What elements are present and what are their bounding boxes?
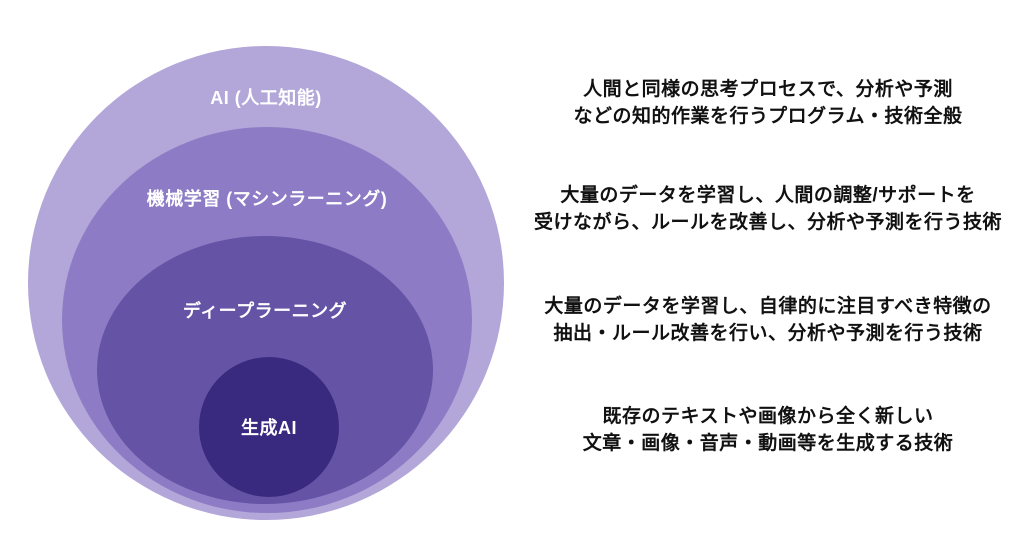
description-generative-ai: 既存のテキストや画像から全く新しい 文章・画像・音声・動画等を生成する技術 [512,403,1024,457]
description-ai-line1: 人間と同様の思考プロセスで、分析や予測 [583,79,953,100]
description-generative-ai-line2: 文章・画像・音声・動画等を生成する技術 [582,433,954,454]
venn-label-deep-learning: ディープラーニング [182,301,348,321]
description-deep-learning-line1: 大量のデータを学習し、自律的に注目すべき特徴の [544,296,992,317]
venn-circle-generative-ai [199,357,339,497]
description-ai-line2: などの知的作業を行うプログラム・技術全般 [573,106,963,127]
description-generative-ai-line1: 既存のテキストや画像から全く新しい [602,406,934,427]
description-machine-learning-line2: 受けながら、ルールを改善し、分析や予測を行う技術 [533,212,1002,233]
description-machine-learning-line1: 大量のデータを学習し、人間の調整/サポートを [560,185,976,206]
venn-label-generative-ai: 生成AI [241,418,297,438]
description-ai: 人間と同様の思考プロセスで、分析や予測 などの知的作業を行うプログラム・技術全般 [512,76,1024,130]
description-deep-learning-line2: 抽出・ルール改善を行い、分析や予測を行う技術 [553,323,983,344]
venn-label-ai: AI (人工知能) [210,88,322,108]
description-deep-learning: 大量のデータを学習し、自律的に注目すべき特徴の 抽出・ルール改善を行い、分析や予… [512,293,1024,347]
venn-label-machine-learning: 機械学習 (マシンラーニング) [146,189,388,209]
description-machine-learning: 大量のデータを学習し、人間の調整/サポートを 受けながら、ルールを改善し、分析や… [512,182,1024,236]
